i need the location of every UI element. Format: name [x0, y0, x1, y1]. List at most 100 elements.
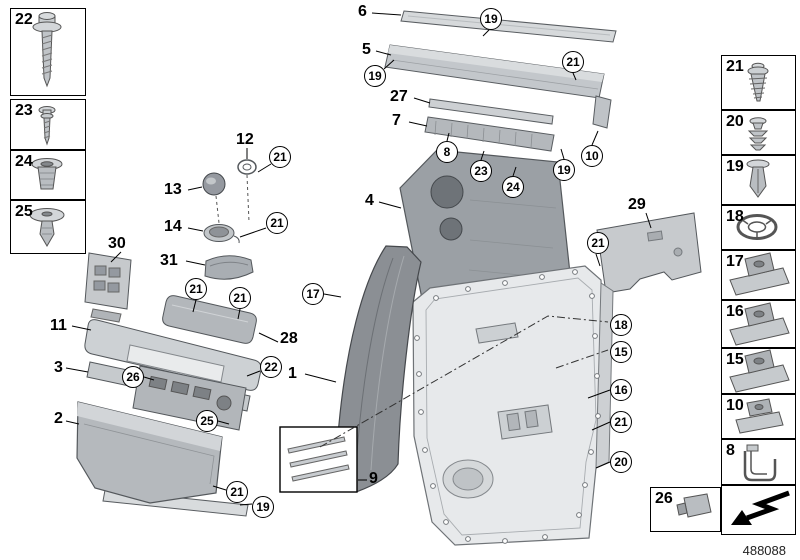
legend-box-15[interactable]: 15 [721, 348, 796, 394]
part-label-27[interactable]: 27 [390, 88, 408, 105]
callout-26[interactable]: 26 [122, 366, 144, 388]
part-label-3[interactable]: 3 [54, 359, 63, 376]
legend-box-21[interactable]: 21 [721, 55, 796, 110]
bezel-12-art [237, 159, 257, 175]
entry-strips-9-art [279, 426, 358, 493]
part-label-28[interactable]: 28 [280, 330, 298, 347]
part-label-7[interactable]: 7 [392, 112, 401, 129]
callout-21-f[interactable]: 21 [587, 232, 609, 254]
legend-box-21-label: 21 [726, 58, 744, 75]
part-label-1[interactable]: 1 [288, 365, 297, 382]
legend-box-16-label: 16 [726, 303, 744, 320]
callout-23[interactable]: 23 [470, 160, 492, 182]
ring-18-art [736, 214, 778, 240]
section-lines [319, 315, 609, 448]
legend-box-22-label: 22 [15, 11, 33, 28]
part-label-4[interactable]: 4 [365, 192, 374, 209]
part-label-31[interactable]: 31 [160, 252, 178, 269]
rear-panel-29-art [596, 212, 702, 294]
callout-16[interactable]: 16 [610, 379, 632, 401]
legend-box-24[interactable]: 24 [10, 150, 86, 200]
callout-17[interactable]: 17 [302, 283, 324, 305]
part-label-9[interactable]: 9 [369, 470, 378, 487]
part-label-2[interactable]: 2 [54, 410, 63, 427]
knob-13-art [202, 172, 226, 196]
legend-box-22[interactable]: 22 [10, 8, 86, 96]
legend-box-10-label: 10 [726, 397, 744, 414]
legend-box-8-label: 8 [726, 442, 735, 459]
legend-box-15-label: 15 [726, 351, 744, 368]
part-label-6[interactable]: 6 [358, 3, 367, 20]
switch-panel-30-art [84, 252, 132, 323]
bracket-17-art [729, 252, 790, 296]
callout-19-d[interactable]: 19 [252, 496, 274, 518]
leader-lines [65, 12, 652, 506]
legend-box-23[interactable]: 23 [10, 99, 86, 150]
legend-box-8[interactable]: 8 [721, 439, 796, 485]
legend-box-orientation[interactable] [721, 485, 796, 535]
legend-box-25[interactable]: 25 [10, 200, 86, 254]
callout-21-c[interactable]: 21 [266, 212, 288, 234]
strip-6-art [400, 10, 617, 43]
callout-22[interactable]: 22 [260, 356, 282, 378]
callout-25[interactable]: 25 [196, 410, 218, 432]
part-label-30[interactable]: 30 [108, 235, 126, 252]
part-label-11[interactable]: 11 [50, 317, 67, 334]
legend-box-19-label: 19 [726, 158, 744, 175]
bracket-15-art [729, 349, 790, 393]
legend-box-20-label: 20 [726, 113, 744, 130]
legend-box-25-label: 25 [15, 203, 33, 220]
cup-14-art [203, 224, 240, 244]
callout-19-a[interactable]: 19 [480, 8, 502, 30]
figure-number: 488088 [742, 543, 786, 558]
legend-box-10[interactable]: 10 [721, 394, 796, 439]
handle-31-art [204, 255, 254, 280]
screw-21-art [747, 62, 769, 102]
rivet-19-art [746, 159, 770, 198]
callout-20[interactable]: 20 [610, 451, 632, 473]
legend-box-23-label: 23 [15, 102, 33, 119]
orientation-arrow-icon [731, 490, 790, 525]
callout-24[interactable]: 24 [502, 176, 524, 198]
screw-23-art [38, 106, 56, 146]
legend-box-19[interactable]: 19 [721, 155, 796, 205]
callout-21-g[interactable]: 21 [610, 411, 632, 433]
callout-19-b[interactable]: 19 [364, 65, 386, 87]
strip-27-art [428, 98, 554, 125]
armrest-28-art [162, 295, 257, 344]
screw-22-art [32, 12, 62, 88]
part-label-13[interactable]: 13 [164, 181, 182, 198]
callout-15[interactable]: 15 [610, 341, 632, 363]
callout-19-c[interactable]: 19 [553, 159, 575, 181]
callout-21-d[interactable]: 21 [185, 278, 207, 300]
legend-box-17[interactable]: 17 [721, 250, 796, 300]
grommet-24-art [31, 158, 63, 190]
clip-20-art [747, 117, 769, 151]
pocket-2-art [76, 401, 223, 504]
callout-10[interactable]: 10 [581, 145, 603, 167]
legend-box-17-label: 17 [726, 253, 744, 270]
callout-21-e[interactable]: 21 [229, 287, 251, 309]
callout-18[interactable]: 18 [610, 314, 632, 336]
part-label-5[interactable]: 5 [362, 41, 371, 58]
callout-21-b[interactable]: 21 [269, 146, 291, 168]
strip-end-bracket-art [592, 95, 612, 129]
part-label-14[interactable]: 14 [164, 218, 182, 235]
assembly-dash-lines [215, 174, 250, 224]
switch-carrier-25-art [132, 365, 247, 431]
part-label-12[interactable]: 12 [236, 131, 254, 148]
legend-box-16[interactable]: 16 [721, 300, 796, 348]
legend-box-20[interactable]: 20 [721, 110, 796, 155]
legend-box-26-label: 26 [655, 490, 673, 507]
carrier-fastener-points [414, 269, 601, 544]
legend-box-18-label: 18 [726, 208, 744, 225]
callout-21-a[interactable]: 21 [562, 51, 584, 73]
door-carrier-1-art [412, 265, 614, 546]
legend-box-18[interactable]: 18 [721, 205, 796, 250]
callout-8[interactable]: 8 [436, 141, 458, 163]
part-label-29[interactable]: 29 [628, 196, 646, 213]
legend-box-26[interactable]: 26 [650, 487, 721, 532]
callout-21-h[interactable]: 21 [226, 481, 248, 503]
